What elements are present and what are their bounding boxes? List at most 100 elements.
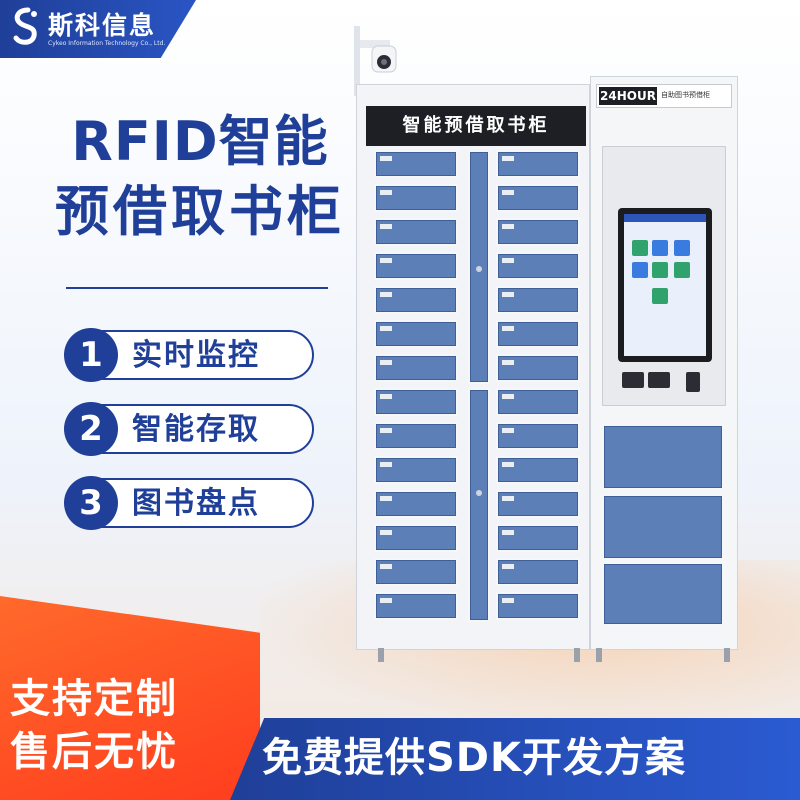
door-label-tag — [502, 190, 514, 195]
locker-door[interactable] — [374, 592, 458, 620]
card-reader-icon — [648, 372, 670, 388]
locker-door[interactable] — [374, 252, 458, 280]
screen-header-bar — [624, 214, 706, 222]
screen-tile-icon[interactable] — [652, 240, 668, 256]
locker-door[interactable] — [374, 524, 458, 552]
feature-number-badge: 2 — [64, 402, 118, 456]
cabinet-leg — [724, 648, 730, 662]
door-label-tag — [380, 462, 392, 467]
locker-door[interactable] — [496, 218, 580, 246]
door-label-tag — [380, 394, 392, 399]
door-label-tag — [502, 564, 514, 569]
screen-tile-icon[interactable] — [632, 262, 648, 278]
keyhole-icon — [476, 266, 482, 272]
locker-door[interactable] — [496, 592, 580, 620]
24hour-sign: 24HOUR 自助图书预借柜 — [596, 84, 732, 108]
cabinet-leg — [596, 648, 602, 662]
feature-smart-access: 2 智能存取 — [64, 402, 314, 456]
locker-door[interactable] — [374, 422, 458, 450]
door-label-tag — [502, 462, 514, 467]
headline-divider — [66, 287, 328, 289]
door-label-tag — [380, 564, 392, 569]
door-label-tag — [380, 530, 392, 535]
screen-tile-icon[interactable] — [674, 240, 690, 256]
locker-door[interactable] — [374, 490, 458, 518]
locker-door[interactable] — [374, 320, 458, 348]
screen-tile-icon[interactable] — [652, 288, 668, 304]
locker-door[interactable] — [496, 252, 580, 280]
locker-door[interactable] — [496, 388, 580, 416]
locker-door[interactable] — [496, 320, 580, 348]
door-label-tag — [502, 428, 514, 433]
orange-banner — [0, 596, 260, 800]
blue-banner — [230, 718, 800, 800]
large-locker-door[interactable] — [602, 424, 724, 490]
locker-door-tall[interactable] — [468, 388, 490, 622]
headline-line-1: RFID智能 — [71, 110, 329, 173]
door-label-tag — [502, 292, 514, 297]
locker-door[interactable] — [496, 490, 580, 518]
locker-door[interactable] — [374, 286, 458, 314]
cabinet-leg — [574, 648, 580, 662]
scanner-icon — [686, 372, 700, 392]
locker-door[interactable] — [374, 218, 458, 246]
door-label-tag — [502, 530, 514, 535]
door-label-tag — [380, 258, 392, 263]
door-label-tag — [502, 156, 514, 161]
feature-label: 智能存取 — [132, 412, 260, 447]
feature-number-badge: 1 — [64, 328, 118, 382]
door-label-tag — [380, 428, 392, 433]
slogan-customizable: 支持定制 — [10, 676, 178, 722]
door-label-tag — [502, 598, 514, 603]
locker-door[interactable] — [496, 524, 580, 552]
locker-door[interactable] — [496, 286, 580, 314]
feature-number-badge: 3 — [64, 476, 118, 530]
locker-door[interactable] — [374, 388, 458, 416]
door-label-tag — [380, 224, 392, 229]
locker-door[interactable] — [374, 456, 458, 484]
door-label-tag — [502, 326, 514, 331]
door-label-tag — [380, 292, 392, 297]
large-locker-door[interactable] — [602, 494, 724, 560]
large-locker-door[interactable] — [602, 562, 724, 626]
screen-tile-icon[interactable] — [632, 240, 648, 256]
security-camera-icon — [354, 26, 397, 96]
locker-door[interactable] — [496, 558, 580, 586]
feature-book-inventory: 3 图书盘点 — [64, 476, 314, 530]
door-label-tag — [502, 224, 514, 229]
locker-door[interactable] — [374, 184, 458, 212]
door-label-tag — [502, 394, 514, 399]
touch-screen[interactable] — [618, 208, 712, 362]
door-label-tag — [380, 598, 392, 603]
door-label-tag — [380, 360, 392, 365]
brand-subtitle: Cykeo Information Technology Co., Ltd. — [48, 40, 166, 47]
locker-door[interactable] — [374, 558, 458, 586]
brand-banner: 斯科信息 Cykeo Information Technology Co., L… — [0, 0, 196, 58]
screen-tile-icon[interactable] — [674, 262, 690, 278]
locker-door[interactable] — [496, 456, 580, 484]
brand-logo-icon — [13, 7, 37, 45]
door-label-tag — [380, 190, 392, 195]
locker-door-tall[interactable] — [468, 150, 490, 384]
door-label-tag — [380, 156, 392, 161]
screen-tile-icon[interactable] — [652, 262, 668, 278]
locker-door[interactable] — [496, 422, 580, 450]
locker-door[interactable] — [496, 150, 580, 178]
locker-door[interactable] — [496, 354, 580, 382]
slogan-after-sales: 售后无忧 — [10, 729, 178, 775]
locker-door[interactable] — [374, 150, 458, 178]
door-label-tag — [502, 360, 514, 365]
door-label-tag — [380, 496, 392, 501]
slogan-sdk: 免费提供SDK开发方案 — [262, 735, 687, 781]
feature-label: 实时监控 — [132, 338, 260, 373]
door-label-tag — [380, 326, 392, 331]
cabinet-sign: 智能预借取书柜 — [366, 106, 586, 146]
cabinet-leg — [378, 648, 384, 662]
brand-name: 斯科信息 — [48, 11, 157, 40]
card-reader-icon — [622, 372, 644, 388]
door-label-tag — [502, 496, 514, 501]
locker-door[interactable] — [496, 184, 580, 212]
headline-line-2: 预借取书柜 — [55, 180, 345, 243]
feature-label: 图书盘点 — [132, 486, 260, 521]
locker-door[interactable] — [374, 354, 458, 382]
